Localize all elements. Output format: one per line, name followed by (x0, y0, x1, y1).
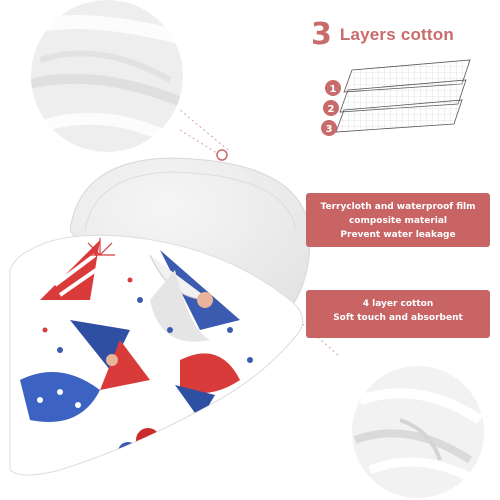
terrycloth-closeup (31, 0, 183, 152)
layers-diagram (335, 59, 471, 133)
callout-line: Soft touch and absorbent (333, 313, 463, 323)
callout-waterproof: Terrycloth and waterproof film composite… (306, 193, 490, 247)
headline-number: 3 (311, 17, 332, 52)
callout-line: Prevent water leakage (340, 230, 456, 240)
headline-text: Layers cotton (339, 25, 454, 44)
callout-line: composite material (348, 216, 448, 226)
callout-cotton: 4 layer cotton Soft touch and absorbent (306, 290, 490, 338)
callout-line: Terrycloth and waterproof film (320, 202, 476, 212)
connector-dot (216, 149, 228, 161)
towel-edge (84, 171, 297, 231)
cotton-closeup (352, 366, 484, 498)
callout-line: 4 layer cotton (362, 299, 434, 309)
headline: 3 Layers cotton (311, 18, 454, 52)
